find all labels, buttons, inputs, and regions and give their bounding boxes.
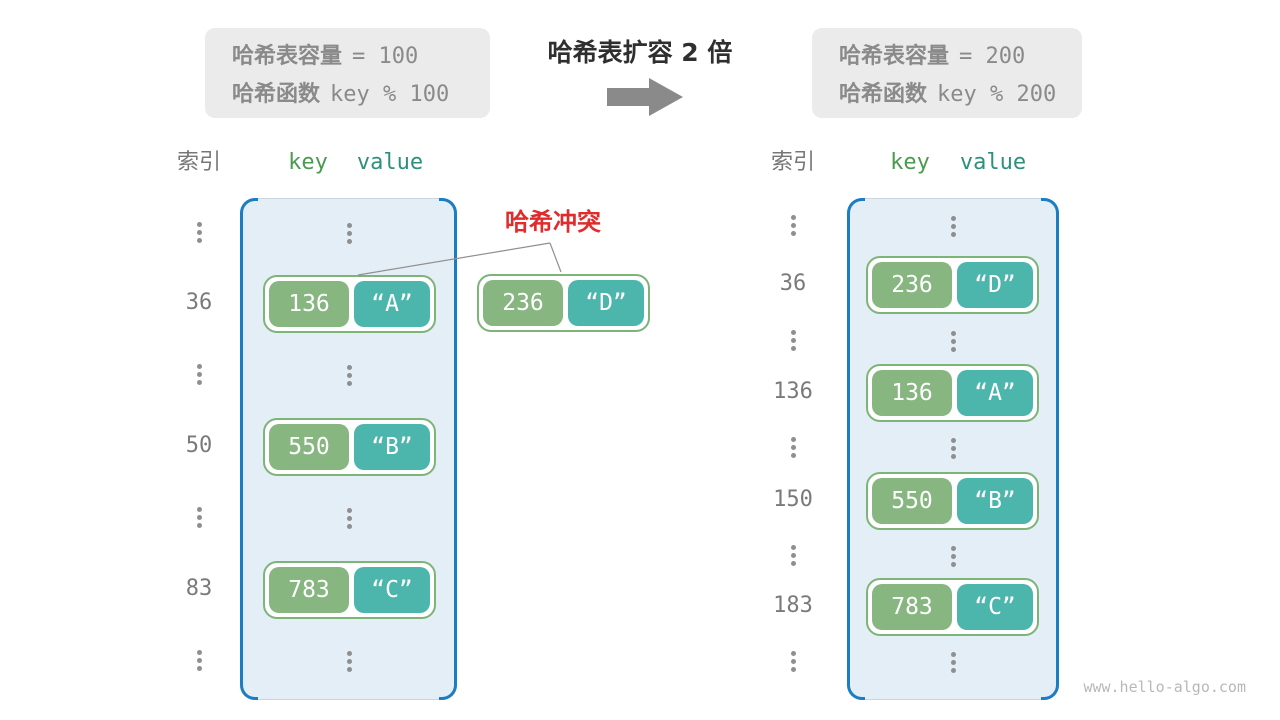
kv-pair: 783 “C” — [263, 561, 436, 619]
index-label: 36 — [185, 290, 213, 315]
kv-pair: 783 “C” — [866, 578, 1039, 636]
pair-key: 236 — [483, 280, 563, 326]
index-label: 183 — [773, 593, 813, 618]
capacity-label: 哈希表容量 — [839, 44, 950, 69]
pair-key: 136 — [872, 370, 952, 416]
index-label: 36 — [779, 271, 807, 296]
ellipsis-icon — [346, 223, 352, 244]
pair-key: 783 — [872, 584, 952, 630]
ellipsis-icon — [346, 508, 352, 529]
expand-arrow-icon — [607, 78, 683, 116]
pair-value: “C” — [354, 567, 430, 613]
watermark: www.hello-algo.com — [1083, 678, 1246, 696]
kv-pair-collision: 236 “D” — [477, 274, 650, 332]
pair-key: 136 — [269, 281, 349, 327]
ellipsis-icon — [196, 650, 202, 671]
collision-label: 哈希冲突 — [505, 208, 601, 236]
capacity-value: = 200 — [959, 44, 1026, 69]
pair-value: “D” — [568, 280, 644, 326]
pair-key: 236 — [872, 262, 952, 308]
ellipsis-icon — [950, 331, 956, 352]
info-panel-after: 哈希表容量 = 200 哈希函数 key % 200 — [812, 28, 1082, 118]
after-header-key: key — [890, 150, 930, 175]
pair-value: “A” — [354, 281, 430, 327]
ellipsis-icon — [790, 215, 796, 236]
capacity-line: 哈希表容量 = 200 — [839, 38, 1082, 76]
kv-pair: 136 “A” — [263, 275, 436, 333]
hash-fn-line: 哈希函数 key % 200 — [839, 76, 1082, 114]
transition-title: 哈希表扩容 2 倍 — [547, 38, 733, 67]
pair-value: “B” — [957, 478, 1033, 524]
after-header-index: 索引 — [770, 150, 815, 175]
hash-fn-line: 哈希函数 key % 100 — [232, 76, 490, 114]
info-panel-before: 哈希表容量 = 100 哈希函数 key % 100 — [205, 28, 490, 118]
hash-fn-value: key % 200 — [937, 82, 1057, 107]
bracket-left — [847, 198, 865, 700]
ellipsis-icon — [950, 546, 956, 567]
pair-value: “D” — [957, 262, 1033, 308]
pair-key: 550 — [872, 478, 952, 524]
before-header-index: 索引 — [176, 150, 221, 175]
ellipsis-icon — [346, 365, 352, 386]
bracket-right — [439, 198, 457, 700]
pair-value: “C” — [957, 584, 1033, 630]
ellipsis-icon — [790, 330, 796, 351]
kv-pair: 136 “A” — [866, 364, 1039, 422]
ellipsis-icon — [950, 438, 956, 459]
index-label: 83 — [185, 576, 213, 601]
index-label: 50 — [185, 433, 213, 458]
hash-table-before: 136 “A” 550 “B” 783 “C” — [240, 198, 457, 700]
ellipsis-icon — [346, 651, 352, 672]
index-label: 136 — [773, 379, 813, 404]
before-header-key: key — [288, 150, 328, 175]
ellipsis-icon — [950, 652, 956, 673]
kv-pair: 550 “B” — [866, 472, 1039, 530]
hash-fn-value: key % 100 — [330, 82, 450, 107]
hash-fn-label: 哈希函数 — [839, 82, 928, 107]
ellipsis-icon — [790, 651, 796, 672]
kv-pair: 550 “B” — [263, 418, 436, 476]
ellipsis-icon — [950, 216, 956, 237]
capacity-value: = 100 — [352, 44, 419, 69]
ellipsis-icon — [196, 507, 202, 528]
index-label: 150 — [773, 487, 813, 512]
pair-key: 550 — [269, 424, 349, 470]
bracket-right — [1041, 198, 1059, 700]
kv-pair: 236 “D” — [866, 256, 1039, 314]
ellipsis-icon — [196, 222, 202, 243]
hash-table-after: 236 “D” 136 “A” 550 “B” 783 “C” — [847, 198, 1059, 700]
pair-value: “A” — [957, 370, 1033, 416]
before-header-value: value — [356, 150, 424, 175]
capacity-line: 哈希表容量 = 100 — [232, 38, 490, 76]
bracket-left — [240, 198, 258, 700]
ellipsis-icon — [790, 437, 796, 458]
pair-value: “B” — [354, 424, 430, 470]
hash-fn-label: 哈希函数 — [232, 82, 321, 107]
pair-key: 783 — [269, 567, 349, 613]
capacity-label: 哈希表容量 — [232, 44, 343, 69]
ellipsis-icon — [196, 364, 202, 385]
ellipsis-icon — [790, 545, 796, 566]
after-header-value: value — [959, 150, 1027, 175]
